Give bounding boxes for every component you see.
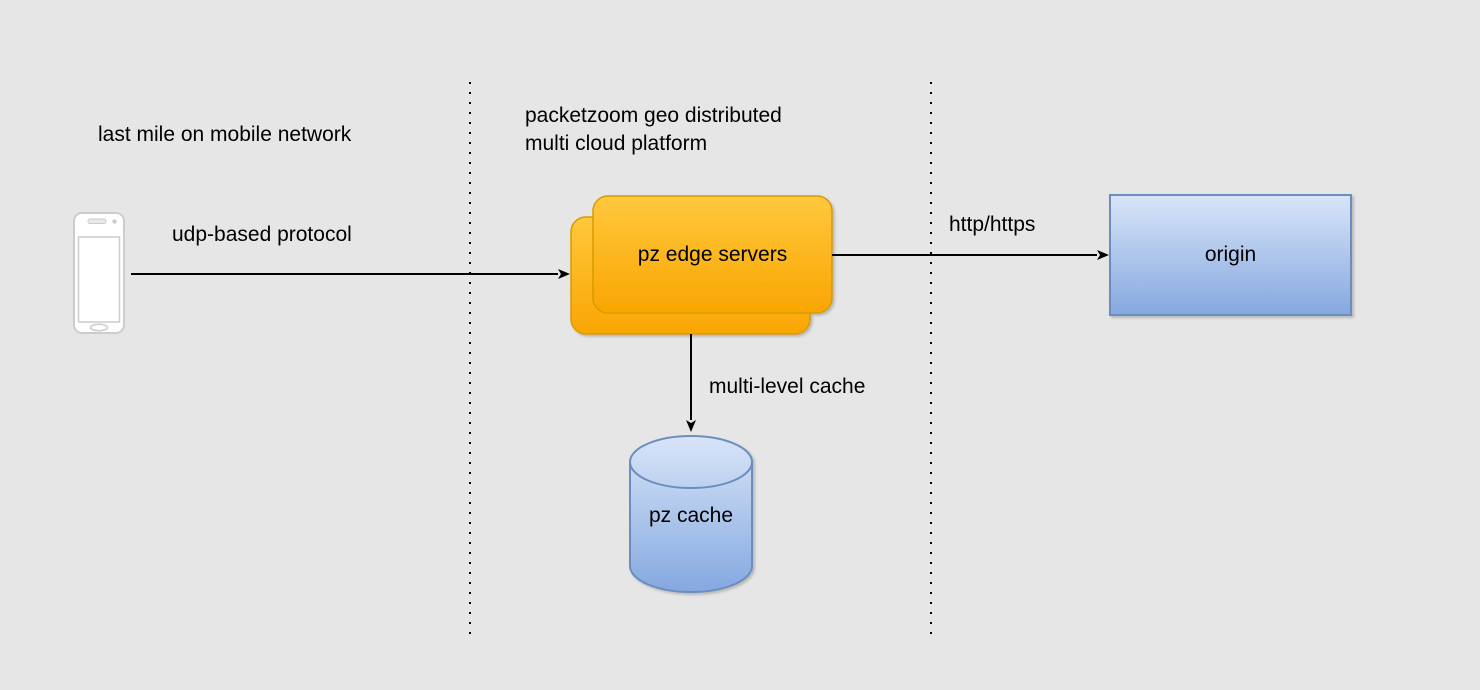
edge-servers-label: pz edge servers [637,242,788,266]
cache-arrow-label: multi-level cache [709,375,866,398]
cache-cylinder-node [629,435,753,593]
zone-label-platform-line2: multi cloud platform [525,132,708,155]
zone-label-platform: packetzoom geo distributed multi cloud p… [525,102,782,158]
smartphone-icon [73,212,125,334]
cylinder-body [629,435,753,593]
cache-label: pz cache [648,504,734,527]
origin-node [1109,194,1352,316]
origin-label: origin [1204,243,1257,266]
cylinder-top-edge [629,461,753,489]
zone-label-platform-line1: packetzoom geo distributed [525,104,782,127]
udp-arrow-label: udp-based protocol [172,223,352,246]
edge-servers-node [570,195,833,335]
http-arrow-label: http/https [949,213,1036,236]
zone-label-last-mile: last mile on mobile network [98,123,352,146]
